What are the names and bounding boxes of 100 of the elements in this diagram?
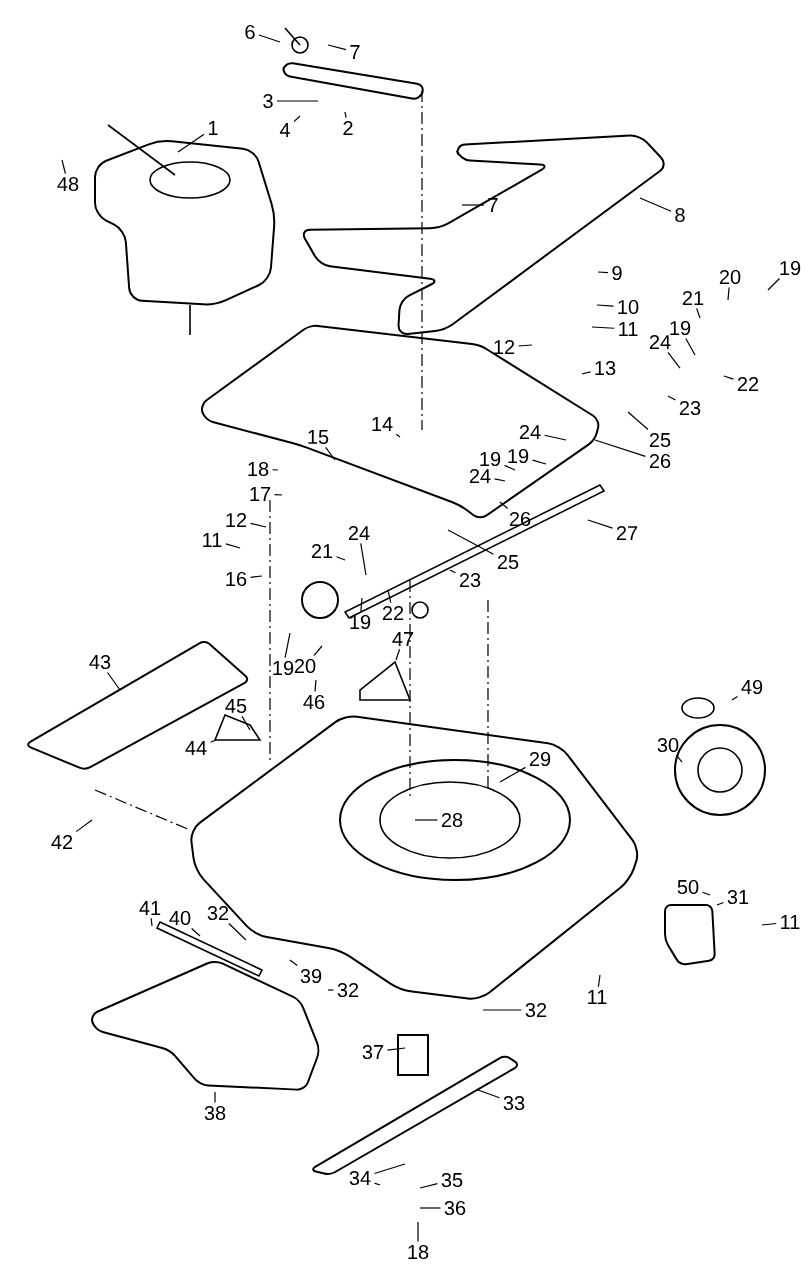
leader-line [325, 446, 336, 461]
callout-number: 34 [349, 1170, 371, 1186]
callout-number: 44 [185, 741, 207, 755]
leader-line [767, 277, 781, 291]
callout-number: 16 [226, 571, 247, 587]
leader-line [543, 434, 567, 441]
leader-line [581, 371, 592, 375]
leader-line [209, 739, 217, 743]
leader-line [214, 1091, 216, 1104]
callout-number: 27 [616, 526, 638, 540]
callout-number: 19 [480, 451, 501, 467]
leader-line [271, 469, 279, 471]
leader-line [61, 159, 66, 175]
leader-line [335, 556, 346, 561]
callout-number: 26 [649, 453, 671, 469]
callout-number: 1 [208, 121, 218, 135]
callout-number: 39 [300, 968, 322, 984]
leader-line [716, 901, 725, 906]
callout-number: 12 [494, 340, 515, 354]
callout-number: 31 [727, 889, 749, 905]
callout-number: 21 [311, 544, 333, 558]
leader-line [731, 695, 739, 701]
callout-number: 33 [503, 1095, 525, 1111]
leader-line [531, 459, 547, 465]
leader-line [395, 648, 401, 661]
leader-line [594, 439, 647, 457]
callout-number: 9 [612, 265, 622, 281]
callout-number: 38 [204, 1105, 226, 1121]
callout-number: 23 [459, 572, 481, 588]
callout-number: 11 [203, 533, 222, 547]
callout-number: 42 [51, 835, 73, 849]
leader-line [150, 917, 153, 927]
callout-number: 32 [525, 1002, 547, 1018]
leader-line [344, 111, 347, 119]
leader-line [313, 645, 323, 657]
callout-number: 48 [57, 176, 79, 192]
callout-number: 4 [279, 123, 290, 137]
leader-line [499, 766, 527, 783]
callout-number: 7 [350, 45, 360, 59]
leader-line [373, 1163, 406, 1175]
leader-line [639, 197, 672, 212]
leader-line [419, 1207, 442, 1209]
leader-line [327, 989, 335, 991]
leader-line [386, 1047, 406, 1051]
leader-line [284, 632, 291, 659]
callout-number: 19 [350, 614, 371, 630]
callout-number: 28 [441, 812, 463, 828]
callout-number: 25 [649, 432, 671, 448]
callout-number: 12 [226, 513, 247, 527]
callout-number: 40 [169, 910, 191, 926]
callout-number: 26 [509, 511, 531, 527]
callout-number: 15 [308, 430, 329, 444]
leader-line [417, 1221, 419, 1243]
callout-number: 41 [139, 901, 161, 915]
leader-line [517, 344, 533, 347]
callout-number: 13 [595, 360, 616, 376]
callout-number: 17 [250, 487, 271, 501]
leader-line [293, 115, 301, 123]
leader-line [685, 337, 696, 356]
leader-line [667, 351, 681, 369]
leader-line [106, 671, 121, 691]
callout-number: 19 [273, 660, 294, 676]
leader-line [249, 575, 263, 578]
leader-line [503, 464, 516, 471]
callout-number: 23 [679, 400, 701, 416]
callout-number: 11 [588, 990, 607, 1004]
leader-line [395, 433, 401, 438]
leader-line [761, 922, 777, 926]
callout-number: 10 [618, 299, 639, 315]
callout-number: 14 [372, 417, 393, 431]
callout-number: 11 [781, 915, 800, 929]
callout-number: 24 [348, 526, 370, 540]
callout-number: 24 [519, 425, 541, 439]
leader-line [387, 589, 392, 604]
callout-number: 8 [675, 207, 685, 223]
callout-number: 25 [497, 554, 519, 570]
leader-line [360, 597, 363, 613]
leader-line [258, 34, 281, 43]
callout-number: 18 [408, 1244, 429, 1260]
callout-number: 32 [207, 905, 229, 921]
leader-line [327, 44, 347, 51]
leader-line [701, 891, 711, 896]
leader-line [727, 286, 730, 301]
leader-line [597, 974, 601, 988]
leader-line [676, 754, 683, 763]
callout-number: 50 [677, 879, 699, 895]
callout-number: 49 [741, 679, 763, 695]
leader-line [591, 326, 615, 329]
leader-line [314, 679, 317, 693]
leader-line [241, 715, 251, 731]
callout-number: 45 [225, 699, 247, 713]
leader-line [249, 522, 267, 528]
callout-number: 24 [649, 335, 671, 349]
callout-number: 32 [337, 982, 359, 998]
callout-number: 22 [382, 606, 404, 620]
leader-line [723, 375, 735, 380]
leader-line [477, 1089, 501, 1099]
callout-number: 22 [737, 377, 759, 391]
leader-line [447, 529, 495, 555]
callout-number: 46 [303, 694, 325, 710]
